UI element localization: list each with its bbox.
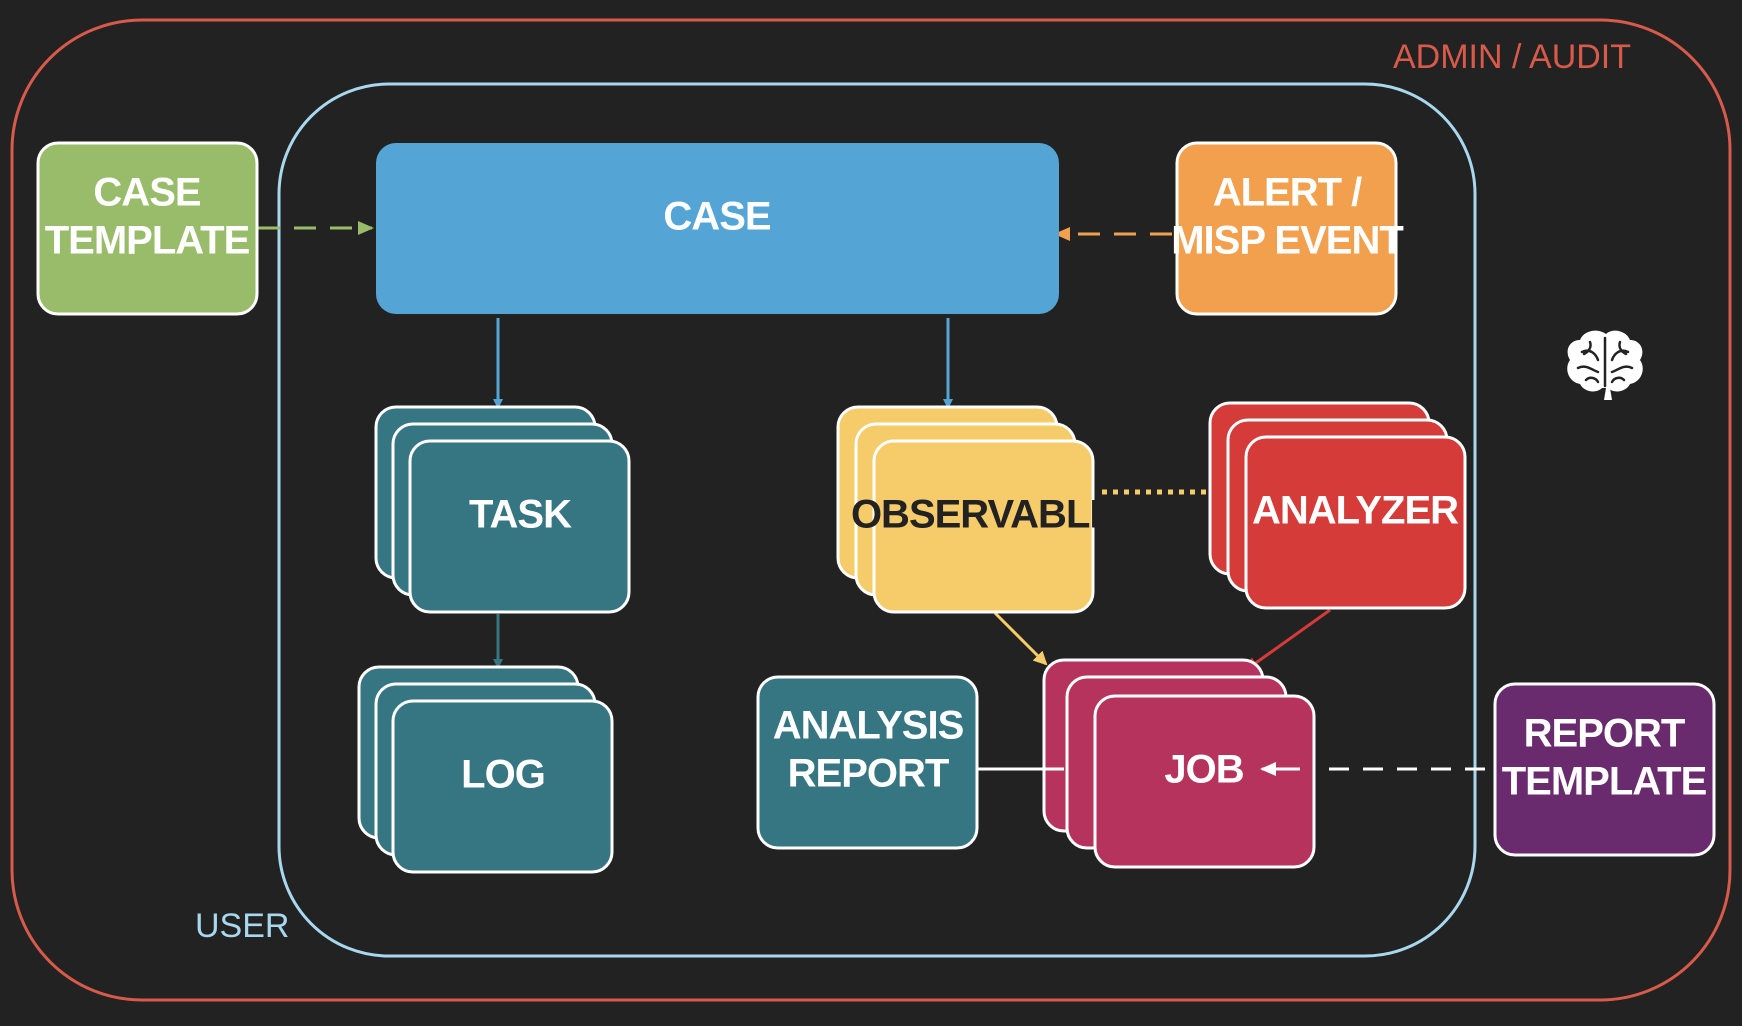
job-label: JOB [1164, 748, 1243, 792]
log-box-front [391, 699, 614, 874]
task-label: TASK [469, 493, 572, 537]
log-label: LOG [461, 753, 545, 797]
admin-audit-region [10, 18, 1732, 1002]
node-analyzer: ANALYZER [1208, 401, 1467, 610]
connector-observable-to-job [993, 611, 1048, 666]
node-task: TASK [374, 405, 631, 614]
case-template-label-line2: TEMPLATE [45, 219, 250, 263]
analyzer-box-front [1244, 435, 1467, 610]
alert-box [1175, 141, 1398, 316]
case-template-box [36, 141, 259, 316]
admin-audit-label: ADMIN / AUDIT [1393, 38, 1631, 76]
node-observable: OBSERVABLE [836, 405, 1116, 614]
report-template-box [1493, 682, 1716, 857]
node-case-template: CASE TEMPLATE [36, 141, 259, 316]
alert-label-line1: ALERT / [1213, 171, 1362, 215]
user-label: USER [195, 907, 289, 945]
analysis-report-box [756, 675, 979, 850]
connector-analyzer-to-job [1244, 608, 1331, 672]
report-template-label-line1: REPORT [1524, 712, 1685, 756]
node-log: LOG [357, 665, 614, 874]
node-job: JOB [1042, 658, 1316, 869]
analyzer-label: ANALYZER [1252, 489, 1459, 533]
node-report-template: REPORT TEMPLATE [1493, 682, 1716, 857]
brain-icon [1567, 330, 1643, 400]
case-label: CASE [663, 195, 770, 239]
node-analysis-report: ANALYSIS REPORT [756, 675, 979, 850]
user-region [277, 82, 1477, 958]
case-template-label-line1: CASE [93, 171, 200, 215]
observable-label: OBSERVABLE [851, 493, 1115, 537]
alert-label-line2: MISP EVENT [1171, 219, 1403, 263]
analysis-report-label-line2: REPORT [788, 752, 949, 796]
observable-box-front [872, 439, 1095, 614]
node-case: CASE [376, 143, 1059, 314]
job-box-front [1093, 694, 1316, 869]
analysis-report-label-line1: ANALYSIS [773, 704, 964, 748]
report-template-label-line2: TEMPLATE [1502, 760, 1707, 804]
node-alert-misp-event: ALERT / MISP EVENT [1171, 141, 1404, 316]
task-box-front [408, 439, 631, 614]
case-box [376, 143, 1059, 314]
